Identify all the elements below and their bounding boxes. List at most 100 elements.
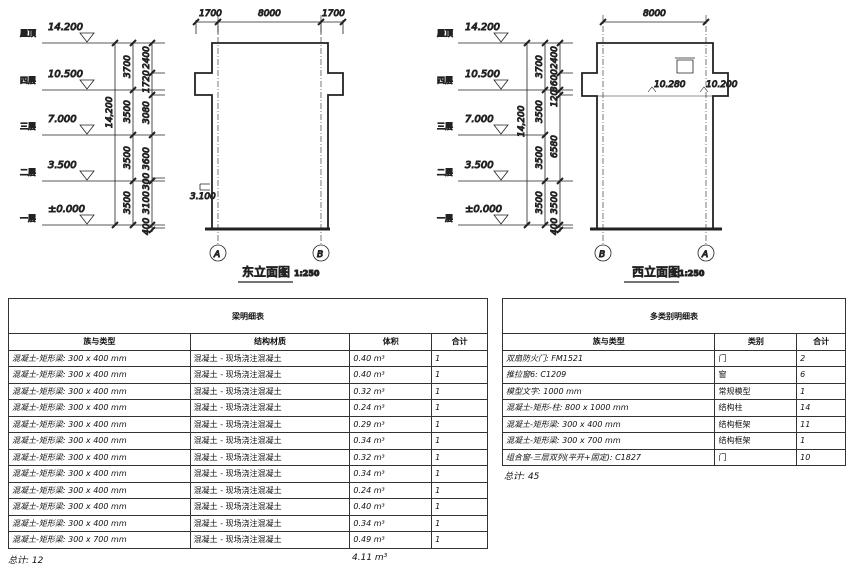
table-cell: 混凝土-矩形梁: 300 x 400 mm xyxy=(8,415,191,433)
level-value: 7.000 xyxy=(465,114,494,125)
table-cell: 混凝土-矩形梁: 300 x 400 mm xyxy=(8,514,191,532)
level-value: ±0.000 xyxy=(465,204,502,215)
west-elevation: 屋顶 四层 三层 二层 一层 14.200 10.500 7.000 3.500… xyxy=(437,9,738,283)
level-value: 14.200 xyxy=(465,22,500,33)
table-cell: 混凝土 - 现场浇注混凝土 xyxy=(189,498,351,516)
table-cell: 0.32 m³ xyxy=(349,448,433,466)
level-name: 二层 xyxy=(20,168,36,177)
table-cell: 1 xyxy=(431,448,488,466)
drawing-title: 东立面图 xyxy=(242,264,290,279)
dim-total: 14,200 xyxy=(105,96,115,128)
axis-bubble xyxy=(697,244,715,262)
table-cell: 0.34 m³ xyxy=(349,514,433,532)
level-value: ±0.000 xyxy=(48,204,85,215)
dim: 1720 xyxy=(142,70,152,93)
table-cell: 混凝土 - 现场浇注混凝土 xyxy=(189,432,351,450)
dim: 300 xyxy=(142,173,152,190)
table-cell: 混凝土-矩形梁: 300 x 400 mm xyxy=(8,481,191,499)
axis-label: A xyxy=(701,250,708,260)
table-cell: 混凝土-矩形梁: 300 x 400 mm xyxy=(8,498,191,516)
building-outline xyxy=(192,15,347,245)
table-cell: 1 xyxy=(431,366,488,384)
table-title: 多类别明细表 xyxy=(502,298,846,334)
table-cell: 0.32 m³ xyxy=(349,382,433,400)
table-cell: 0.40 m³ xyxy=(349,366,433,384)
axis-bubble xyxy=(594,244,612,262)
top-dim: 8000 xyxy=(643,9,666,19)
table-cell: 混凝土 - 现场浇注混凝土 xyxy=(189,531,351,549)
dim: 120 xyxy=(550,90,560,107)
table-cell: 混凝土 - 现场浇注混凝土 xyxy=(189,481,351,499)
table-cell: 混凝土 - 现场浇注混凝土 xyxy=(189,366,351,384)
top-dim: 8000 xyxy=(258,9,281,19)
table-cell: 0.40 m³ xyxy=(349,498,433,516)
axis-bubble xyxy=(312,244,330,262)
table-cell: 结构柱 xyxy=(714,399,798,417)
table-cell: 1 xyxy=(431,498,488,516)
spot-elevation: 10.200 xyxy=(706,80,738,90)
table-cell: 0.24 m³ xyxy=(349,481,433,499)
table-cell: 0.29 m³ xyxy=(349,415,433,433)
level-value: 3.500 xyxy=(465,160,494,171)
column-header: 合计 xyxy=(796,333,846,351)
table-cell: 混凝土-矩形梁: 300 x 400 mm xyxy=(8,382,191,400)
table-title: 梁明细表 xyxy=(8,298,488,334)
dim: 3100 xyxy=(142,191,152,214)
table-cell: 0.34 m³ xyxy=(349,432,433,450)
level-value: 7.000 xyxy=(48,114,77,125)
table-cell: 混凝土 - 现场浇注混凝土 xyxy=(189,415,351,433)
table-cell: 1 xyxy=(431,465,488,483)
table-cell: 组合窗-三层双列(平开+固定): C1827 xyxy=(501,448,716,466)
top-dim: 1700 xyxy=(199,9,222,19)
level-name: 一层 xyxy=(437,214,453,223)
dim: 2400 xyxy=(550,46,560,69)
table-cell: 结构框架 xyxy=(714,432,798,450)
table-cell: 混凝土-矩形梁: 300 x 400 mm xyxy=(8,432,191,450)
column-header: 族与类型 xyxy=(501,333,716,351)
level-name: 二层 xyxy=(437,168,453,177)
level-name: 四层 xyxy=(437,76,453,85)
dim: 3500 xyxy=(123,191,133,214)
dim: 3500 xyxy=(535,100,545,123)
dim: 3500 xyxy=(123,146,133,169)
table-cell: 混凝土 - 现场浇注混凝土 xyxy=(189,448,351,466)
table-cell: 0.49 m³ xyxy=(349,531,433,549)
dim: 3500 xyxy=(535,191,545,214)
beam-schedule-table: 梁明细表 族与类型 结构材质 体积 合计 混凝土-矩形梁: 300 x 400 … xyxy=(8,298,488,549)
level-markers xyxy=(42,32,165,234)
table-cell: 混凝土-矩形梁: 300 x 400 mm xyxy=(8,465,191,483)
table-cell: 1 xyxy=(796,382,846,400)
axis-label: B xyxy=(599,250,605,260)
table-cell: 混凝土-矩形梁: 300 x 700 mm xyxy=(8,531,191,549)
dim: 3600 xyxy=(142,147,152,170)
table-cell: 1 xyxy=(431,415,488,433)
dim: 6580 xyxy=(550,135,560,158)
level-name: 四层 xyxy=(20,76,36,85)
table-cell: 门 xyxy=(714,448,798,466)
table-cell: 结构框架 xyxy=(714,415,798,433)
table-cell: 1 xyxy=(431,349,488,367)
column-header: 类别 xyxy=(714,333,798,351)
table-cell: 混凝土-矩形梁: 300 x 400 mm xyxy=(501,415,716,433)
table-cell: 14 xyxy=(796,399,846,417)
level-name: 三层 xyxy=(20,122,36,131)
drawing-scale: 1:250 xyxy=(679,269,705,278)
table-cell: 0.24 m³ xyxy=(349,399,433,417)
dim: 3500 xyxy=(550,191,560,214)
dim: 3500 xyxy=(123,100,133,123)
top-dim: 1700 xyxy=(322,9,345,19)
table-cell: 混凝土 - 现场浇注混凝土 xyxy=(189,399,351,417)
table-cell: 1 xyxy=(431,531,488,549)
beam-total-count: 总计: 12 xyxy=(8,556,44,566)
